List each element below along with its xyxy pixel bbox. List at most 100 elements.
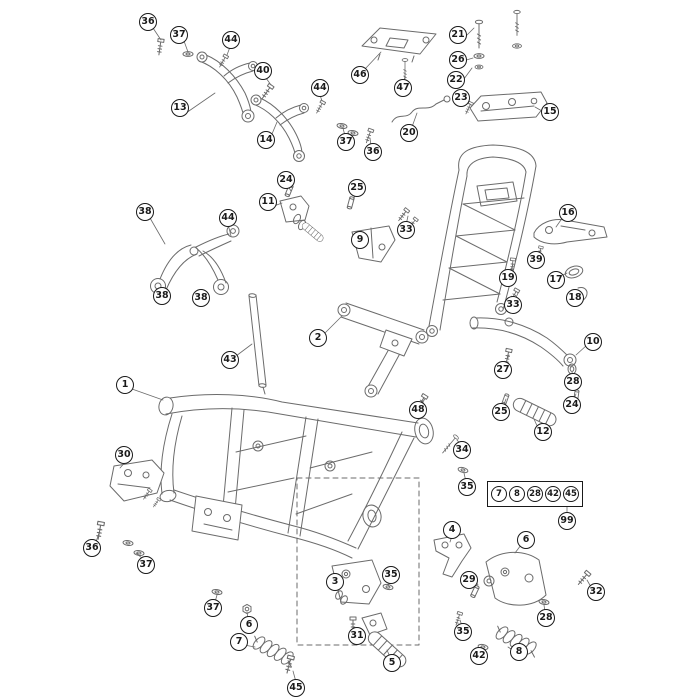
callout-36[interactable]: 36	[83, 539, 101, 557]
legend-item-7[interactable]: 7	[491, 486, 507, 502]
callout-4[interactable]: 4	[443, 521, 461, 539]
callout-46[interactable]: 46	[351, 66, 369, 84]
callout-38[interactable]: 38	[192, 289, 210, 307]
hardware-washer	[474, 64, 484, 70]
callout-29[interactable]: 29	[460, 571, 478, 589]
callout-35[interactable]: 35	[454, 623, 472, 641]
hardware-bolt	[396, 207, 411, 223]
callout-37[interactable]: 37	[170, 26, 188, 44]
hardware-bolt	[259, 82, 275, 101]
part-footpeg-5	[361, 612, 410, 671]
part-footpeg-12	[510, 395, 559, 429]
callout-33[interactable]: 33	[397, 221, 415, 239]
callout-11[interactable]: 11	[259, 193, 277, 211]
callout-37[interactable]: 37	[137, 556, 155, 574]
part-cable-guide-20	[391, 95, 451, 123]
assembly-boundary-box	[296, 477, 420, 646]
hardware-screw	[513, 9, 521, 36]
callout-6[interactable]: 6	[240, 616, 258, 634]
hardware-pin	[346, 195, 355, 210]
callout-35[interactable]: 35	[458, 478, 476, 496]
callout-14[interactable]: 14	[257, 131, 275, 149]
callout-23[interactable]: 23	[452, 89, 470, 107]
callout-22[interactable]: 22	[447, 71, 465, 89]
part-main-frame	[158, 394, 434, 559]
kit-number-badge[interactable]: 99	[558, 512, 576, 530]
callout-2[interactable]: 2	[309, 329, 327, 347]
callout-33[interactable]: 33	[504, 296, 522, 314]
callout-44[interactable]: 44	[219, 209, 237, 227]
callout-6[interactable]: 6	[517, 531, 535, 549]
part-bracket-16	[533, 219, 608, 245]
callout-39[interactable]: 39	[527, 251, 545, 269]
hardware-bolt	[575, 569, 592, 587]
callout-35[interactable]: 35	[382, 566, 400, 584]
legend-item-42[interactable]: 42	[545, 486, 561, 502]
part-engine-bracket	[337, 302, 429, 398]
part-carrier-14	[250, 94, 309, 162]
part-bracket-4	[433, 533, 472, 578]
callout-17[interactable]: 17	[547, 271, 565, 289]
hardware-washer	[382, 583, 394, 591]
callout-5[interactable]: 5	[383, 654, 401, 672]
hardware-bolt	[363, 127, 375, 145]
callout-3[interactable]: 3	[326, 573, 344, 591]
callout-19[interactable]: 19	[499, 269, 517, 287]
callout-25[interactable]: 25	[492, 403, 510, 421]
hardware-bolt	[313, 99, 327, 115]
callout-48[interactable]: 48	[409, 401, 427, 419]
callout-43[interactable]: 43	[221, 351, 239, 369]
callout-47[interactable]: 47	[394, 79, 412, 97]
callout-30[interactable]: 30	[115, 446, 133, 464]
hardware-washer	[211, 588, 223, 596]
callout-38[interactable]: 38	[136, 203, 154, 221]
hardware-bolt	[151, 497, 162, 509]
callout-18[interactable]: 18	[566, 289, 584, 307]
legend-item-8[interactable]: 8	[509, 486, 525, 502]
callout-20[interactable]: 20	[400, 124, 418, 142]
hardware-washer	[457, 465, 469, 475]
callout-26[interactable]: 26	[449, 51, 467, 69]
callout-9[interactable]: 9	[351, 231, 369, 249]
callout-15[interactable]: 15	[541, 103, 559, 121]
callout-36[interactable]: 36	[139, 13, 157, 31]
callout-44[interactable]: 44	[311, 79, 329, 97]
part-carrier-13	[196, 51, 258, 123]
callout-1[interactable]: 1	[116, 376, 134, 394]
hardware-washer	[538, 598, 550, 606]
part-y-bracket-38	[150, 224, 240, 295]
callout-28[interactable]: 28	[564, 373, 582, 391]
callout-27[interactable]: 27	[494, 361, 512, 379]
callout-13[interactable]: 13	[171, 99, 189, 117]
callout-25[interactable]: 25	[348, 179, 366, 197]
callout-42[interactable]: 42	[470, 647, 488, 665]
callout-34[interactable]: 34	[453, 441, 471, 459]
callout-37[interactable]: 37	[337, 133, 355, 151]
callout-8[interactable]: 8	[510, 643, 528, 661]
callout-16[interactable]: 16	[559, 204, 577, 222]
hardware-washer	[122, 539, 134, 547]
callout-45[interactable]: 45	[287, 679, 305, 697]
callout-28[interactable]: 28	[537, 609, 555, 627]
callout-40[interactable]: 40	[254, 62, 272, 80]
callout-24[interactable]: 24	[277, 171, 295, 189]
callout-24[interactable]: 24	[563, 396, 581, 414]
part-footpeg-bracket-3	[331, 559, 382, 605]
callout-44[interactable]: 44	[222, 31, 240, 49]
callout-12[interactable]: 12	[534, 423, 552, 441]
callout-32[interactable]: 32	[587, 583, 605, 601]
hardware-washer	[512, 43, 522, 49]
callout-21[interactable]: 21	[449, 26, 467, 44]
callout-36[interactable]: 36	[364, 143, 382, 161]
callout-10[interactable]: 10	[584, 333, 602, 351]
legend-item-45[interactable]: 45	[563, 486, 579, 502]
part-bracket-30	[109, 459, 165, 502]
callout-31[interactable]: 31	[348, 627, 366, 645]
callout-38[interactable]: 38	[153, 287, 171, 305]
part-strut-rod	[248, 293, 267, 395]
callout-7[interactable]: 7	[230, 633, 248, 651]
part-footpeg-11	[279, 183, 325, 244]
legend-item-28[interactable]: 28	[527, 486, 543, 502]
callout-37[interactable]: 37	[204, 599, 222, 617]
